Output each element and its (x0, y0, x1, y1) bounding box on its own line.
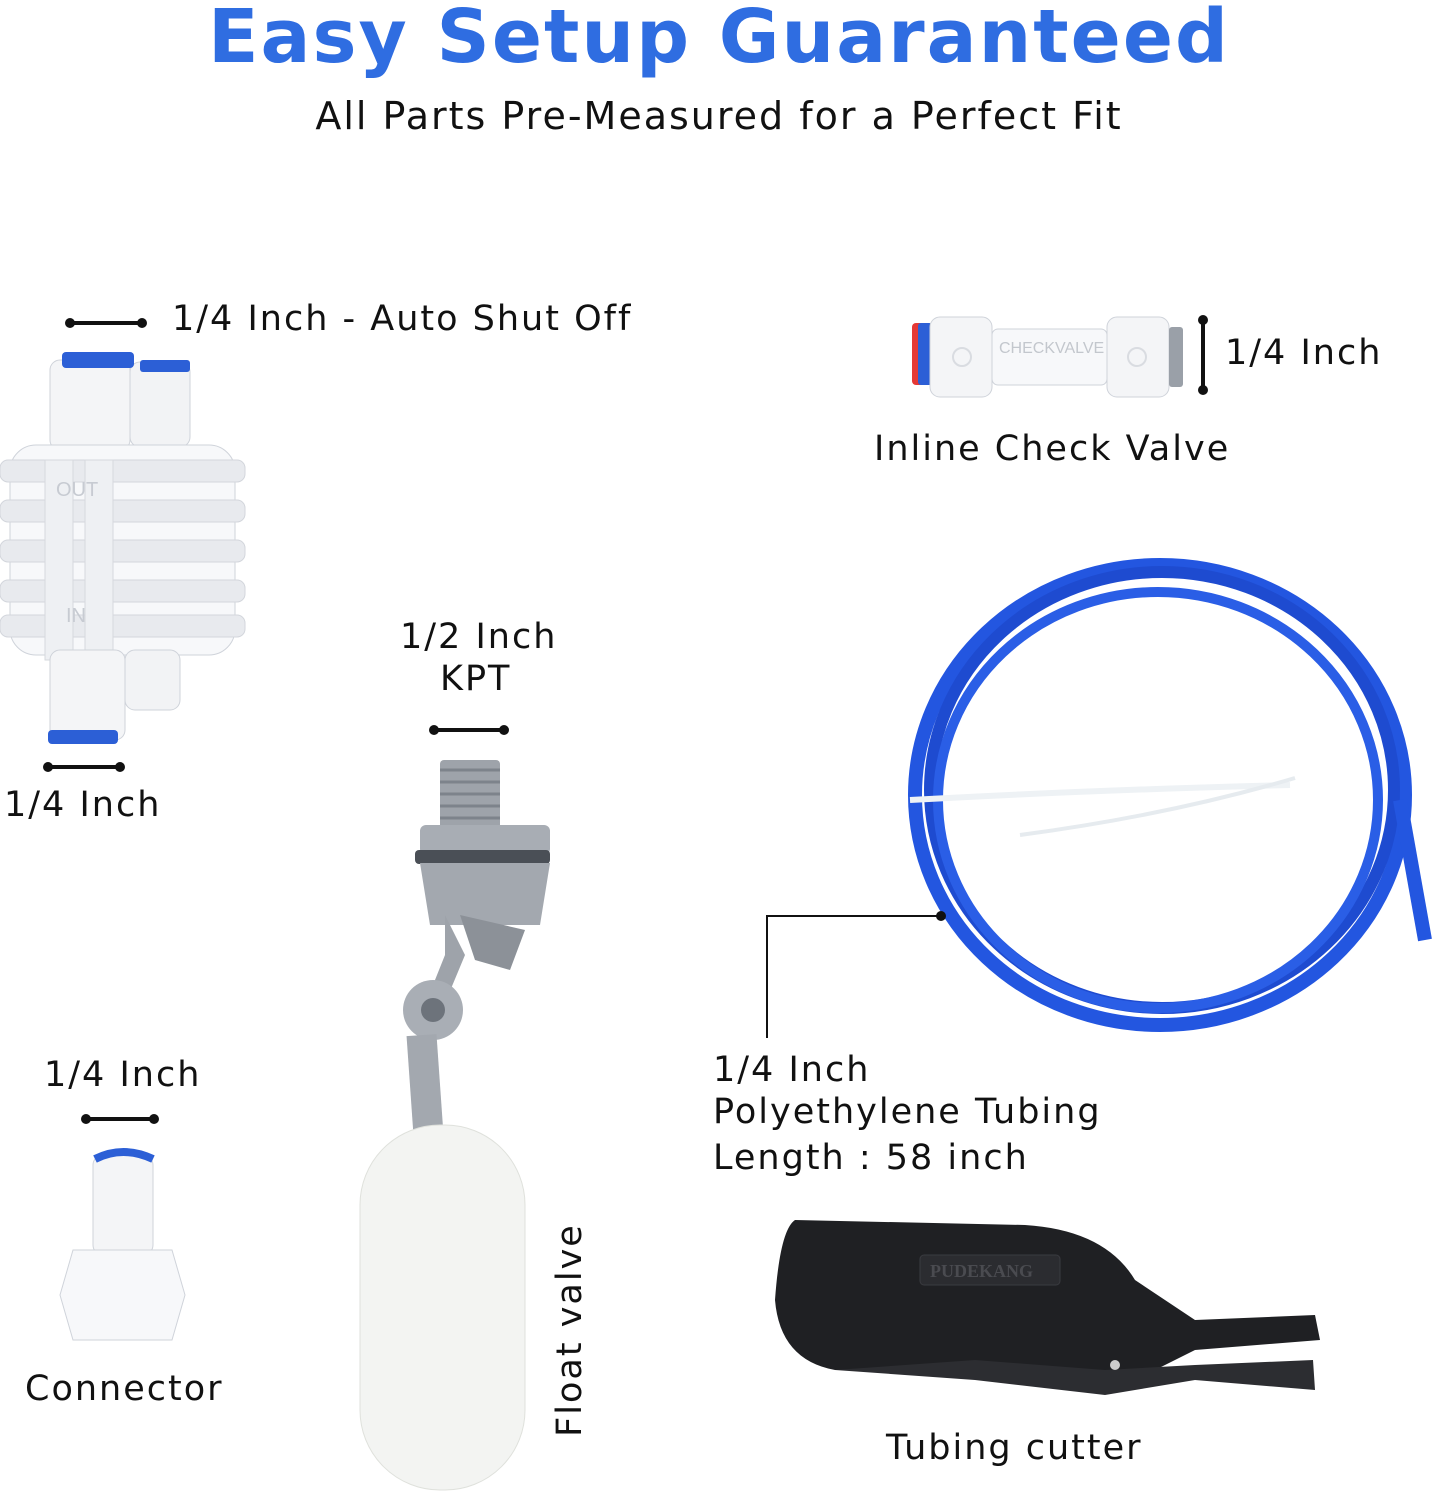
tubing-coil-image (908, 558, 1432, 1032)
tubing-cutter-image: PUDEKANG (775, 1220, 1320, 1395)
auto-shutoff-top-label: 1/4 Inch - Auto Shut Off (172, 299, 633, 339)
tubing-cutter-brand-text: PUDEKANG (930, 1261, 1033, 1281)
float-valve-size-label: 1/2 Inch (400, 617, 558, 657)
auto-shutoff-out-text: OUT (56, 479, 98, 501)
check-valve-body-text: CHECKVALVE (999, 340, 1104, 357)
auto-shutoff-bottom-dimension-line (43, 762, 125, 772)
check-valve-name-label: Inline Check Valve (874, 429, 1231, 469)
tubing-name-label: Polyethylene Tubing (713, 1092, 1102, 1132)
tubing-size-label: 1/4 Inch (713, 1050, 871, 1090)
page-title: Easy Setup Guaranteed (208, 0, 1230, 80)
float-valve-thread-label: KPT (440, 659, 512, 699)
tubing-cutter-name-label: Tubing cutter (886, 1428, 1143, 1468)
float-valve-image (359, 760, 550, 1491)
connector-image (59, 1148, 186, 1341)
float-valve-name-label: Float valve (550, 1223, 590, 1437)
check-valve-dimension-line (1198, 315, 1208, 395)
connector-dimension-line (81, 1114, 159, 1124)
auto-shutoff-bottom-label: 1/4 Inch (4, 785, 162, 825)
connector-size-label: 1/4 Inch (44, 1055, 202, 1095)
auto-shutoff-in-text: IN (66, 605, 86, 627)
connector-name-label: Connector (25, 1369, 224, 1409)
check-valve-image: CHECKVALVE (912, 316, 1183, 398)
auto-shutoff-valve-image: OUT IN (0, 352, 246, 744)
float-valve-dimension-line (429, 725, 509, 735)
tubing-callout-line (766, 911, 946, 1038)
auto-shutoff-top-dimension-line (65, 318, 147, 328)
page-subtitle: All Parts Pre-Measured for a Perfect Fit (315, 94, 1123, 138)
check-valve-size-label: 1/4 Inch (1225, 333, 1383, 373)
tubing-length-label: Length : 58 inch (713, 1138, 1029, 1178)
